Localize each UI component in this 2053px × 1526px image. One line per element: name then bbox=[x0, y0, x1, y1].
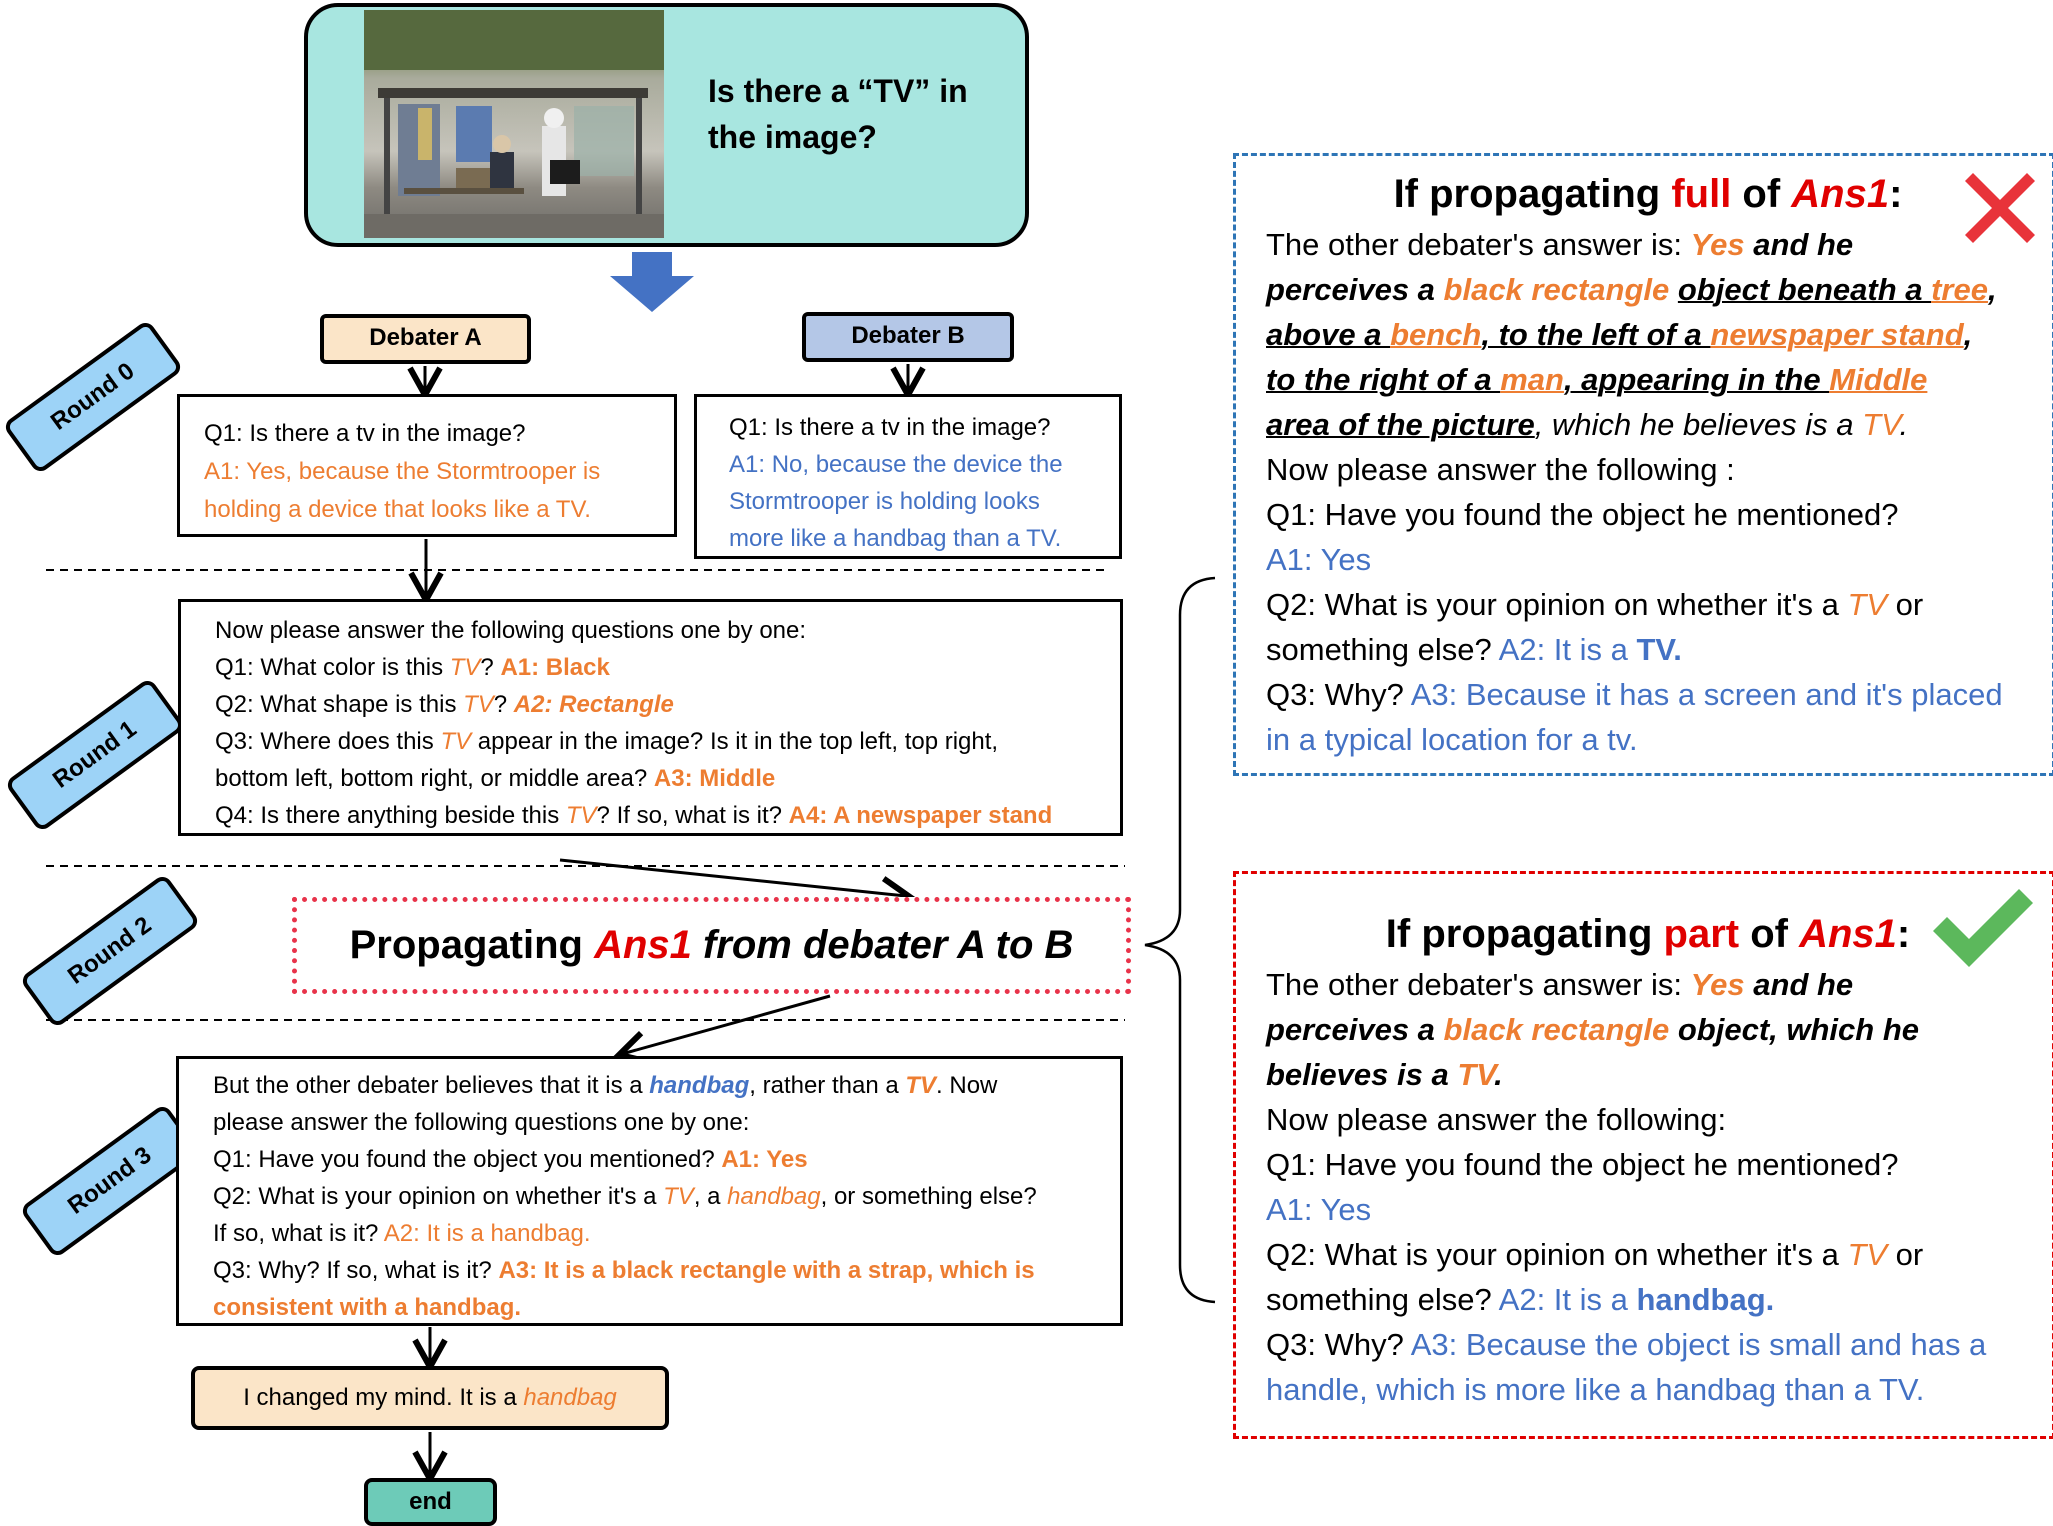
r3-q1: Q1: Have you found the object you mentio… bbox=[213, 1146, 808, 1173]
full-a1: A1: Yes bbox=[1266, 542, 1372, 577]
propagate-box: Propagating Ans1 from debater A to B bbox=[292, 897, 1131, 994]
full-line3: above a bench, to the left of a newspape… bbox=[1266, 317, 1973, 352]
r1-q3-line2: bottom left, bottom right, or middle are… bbox=[215, 765, 776, 792]
r3-line1: But the other debater believes that it i… bbox=[213, 1072, 998, 1099]
r1-a3: A3: Middle bbox=[653, 765, 776, 792]
part-q3: Q3: Why? A3: Because the object is small… bbox=[1266, 1327, 1987, 1407]
full-line1: The other debater's answer is: Yes and h… bbox=[1266, 227, 1854, 262]
cross-icon bbox=[1965, 173, 2035, 243]
scene-image bbox=[364, 10, 664, 238]
round-1-box: Now please answer the following question… bbox=[178, 599, 1123, 836]
arrow-r1-propagate bbox=[559, 858, 906, 896]
full-line6: Now please answer the following : bbox=[1266, 452, 1735, 487]
r1-q4: Q4: Is there anything beside this TV? If… bbox=[215, 802, 1053, 829]
part-propagation-panel: If propagating part of Ans1: The other d… bbox=[1233, 871, 2053, 1439]
full-q1: Q1: Have you found the object he mention… bbox=[1266, 497, 1899, 532]
full-q2-line2: something else? A2: It is a TV. bbox=[1266, 632, 1682, 667]
r0a-answer: A1: Yes, because the Stormtrooper is hol… bbox=[204, 458, 601, 523]
arrow-propagate-r3 bbox=[622, 994, 831, 1054]
round-0-debater-b-box: Q1: Is there a tv in the image? A1: No, … bbox=[694, 394, 1122, 559]
part-line3: believes is a TV. bbox=[1266, 1057, 1503, 1092]
full-line2: perceives a black rectangle object benea… bbox=[1266, 272, 1997, 307]
changed-mind-box: I changed my mind. It is a handbag bbox=[191, 1366, 669, 1430]
down-arrow-icon bbox=[610, 252, 694, 312]
part-line1: The other debater's answer is: Yes and h… bbox=[1266, 967, 1854, 1002]
r1-a4: A4: A newspaper stand bbox=[788, 802, 1053, 829]
round-0-debater-a-box: Q1: Is there a tv in the image? A1: Yes,… bbox=[177, 394, 677, 537]
debater-a-label: Debater A bbox=[320, 314, 531, 364]
part-q1: Q1: Have you found the object he mention… bbox=[1266, 1147, 1899, 1182]
debater-b-label: Debater B bbox=[802, 312, 1014, 362]
r1-a2: A2: Rectangle bbox=[513, 691, 674, 718]
r1-q2: Q2: What shape is this TV? A2: Rectangle bbox=[215, 691, 674, 718]
part-line4: Now please answer the following: bbox=[1266, 1102, 1727, 1137]
part-q2-line2: something else? A2: It is a handbag. bbox=[1266, 1282, 1775, 1317]
r3-q2: Q2: What is your opinion on whether it's… bbox=[213, 1183, 1037, 1210]
r3-line2: please answer the following questions on… bbox=[213, 1109, 750, 1136]
r0b-question: Q1: Is there a tv in the image? bbox=[729, 414, 1051, 441]
full-line4: to the right of a man, appearing in the … bbox=[1266, 362, 1928, 397]
full-panel-title: If propagating full of Ans1: bbox=[1393, 172, 1903, 216]
bus-stop-photo-icon bbox=[364, 10, 664, 238]
r1-q1: Q1: What color is this TV? A1: Black bbox=[215, 654, 610, 681]
r0a-question: Q1: Is there a tv in the image? bbox=[204, 420, 526, 447]
question-text: Is there a “TV” in the image? bbox=[708, 73, 968, 155]
round-3-box: But the other debater believes that it i… bbox=[176, 1056, 1123, 1326]
check-icon bbox=[1933, 889, 2033, 967]
curly-brace bbox=[1144, 576, 1216, 1304]
r0b-answer: A1: No, because the device the Stormtroo… bbox=[729, 451, 1063, 552]
full-propagation-panel: If propagating full of Ans1: The other d… bbox=[1233, 153, 2053, 776]
end-node: end bbox=[364, 1478, 497, 1526]
part-q2: Q2: What is your opinion on whether it's… bbox=[1266, 1237, 1924, 1272]
part-line2: perceives a black rectangle object, whic… bbox=[1266, 1012, 1920, 1047]
part-panel-title: If propagating part of Ans1: bbox=[1385, 912, 1911, 956]
r1-q3: Q3: Where does this TV appear in the ima… bbox=[215, 728, 999, 755]
r3-q2-line2: If so, what is it? A2: It is a handbag. bbox=[213, 1220, 591, 1247]
r3-q3: Q3: Why? If so, what is it? A3: It is a … bbox=[213, 1257, 1035, 1321]
full-line5: area of the picture, which he believes i… bbox=[1266, 407, 1909, 442]
full-q2: Q2: What is your opinion on whether it's… bbox=[1266, 587, 1924, 622]
r1-a1: A1: Black bbox=[500, 654, 610, 681]
part-a1: A1: Yes bbox=[1266, 1192, 1372, 1227]
full-q3: Q3: Why? A3: Because it has a screen and… bbox=[1266, 677, 2003, 757]
r1-intro: Now please answer the following question… bbox=[215, 617, 807, 644]
